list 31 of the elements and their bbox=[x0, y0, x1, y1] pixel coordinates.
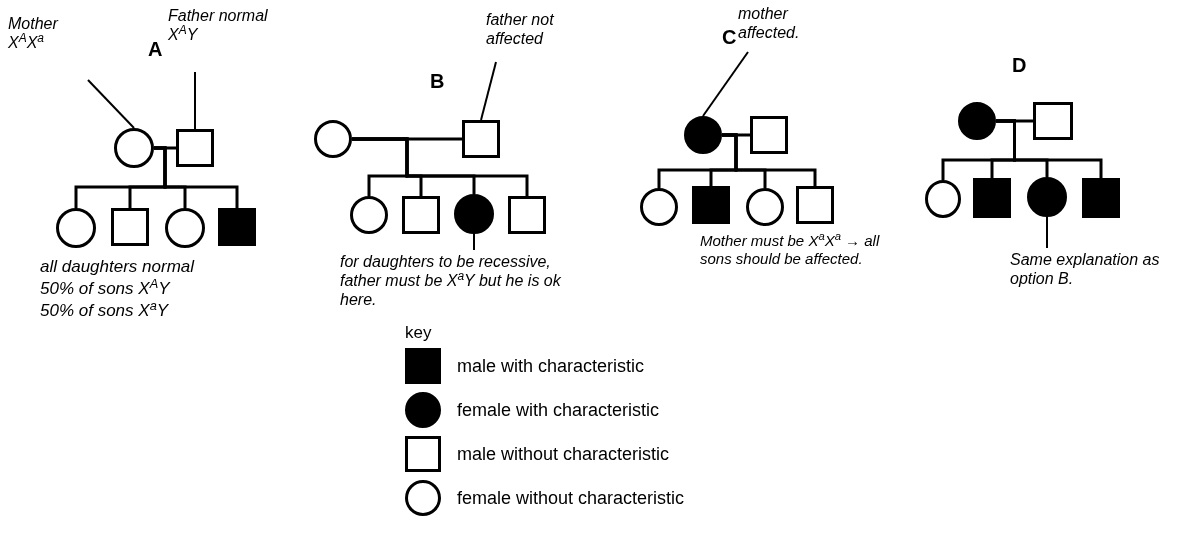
pedigree-letter: D bbox=[1012, 53, 1027, 78]
legend-label: female with characteristic bbox=[457, 398, 660, 422]
note-text: 50% of sons X$^{A}$Y bbox=[40, 276, 170, 300]
leader-line bbox=[480, 61, 497, 121]
pedigree-letter: C bbox=[722, 25, 737, 50]
pedigree-line bbox=[154, 146, 239, 208]
leader-line bbox=[1046, 216, 1048, 249]
note-text: Mother bbox=[8, 14, 58, 33]
leader-line bbox=[473, 233, 475, 251]
pedigree-letter: A bbox=[148, 37, 163, 62]
note-text: father not affected bbox=[486, 10, 555, 48]
note-text: for daughters to be recessive, father must be X$^{a}$Y but he is ok here. bbox=[340, 252, 562, 309]
legend-label: male without characteristic bbox=[457, 442, 670, 466]
legend-label: male with characteristic bbox=[457, 354, 645, 378]
leader-line bbox=[87, 79, 135, 129]
note-text: Father normal bbox=[168, 6, 268, 25]
pedigree-letter: B bbox=[430, 69, 445, 94]
note-text: X$^{A}$X$^{a}$ bbox=[8, 33, 45, 52]
leader-line bbox=[194, 71, 196, 130]
note-text: X$^{A}$Y bbox=[168, 25, 198, 44]
note-text: 50% of sons X$^{a}$Y bbox=[40, 298, 169, 322]
legend-title: key bbox=[405, 322, 432, 344]
note-text: Same explanation as option B. bbox=[1010, 250, 1161, 288]
pedigree-line bbox=[996, 119, 1103, 178]
note-text: mother affected. bbox=[738, 4, 801, 42]
note-text: all daughters normal bbox=[40, 256, 195, 278]
note-text: Mother must be X$^{a}$X$^{a}$ → all sons should be affected. bbox=[700, 232, 881, 268]
legend-label: female without characteristic bbox=[457, 486, 685, 510]
pedigree-line bbox=[722, 133, 817, 186]
pedigree-line bbox=[352, 137, 529, 196]
leader-line bbox=[702, 51, 749, 117]
